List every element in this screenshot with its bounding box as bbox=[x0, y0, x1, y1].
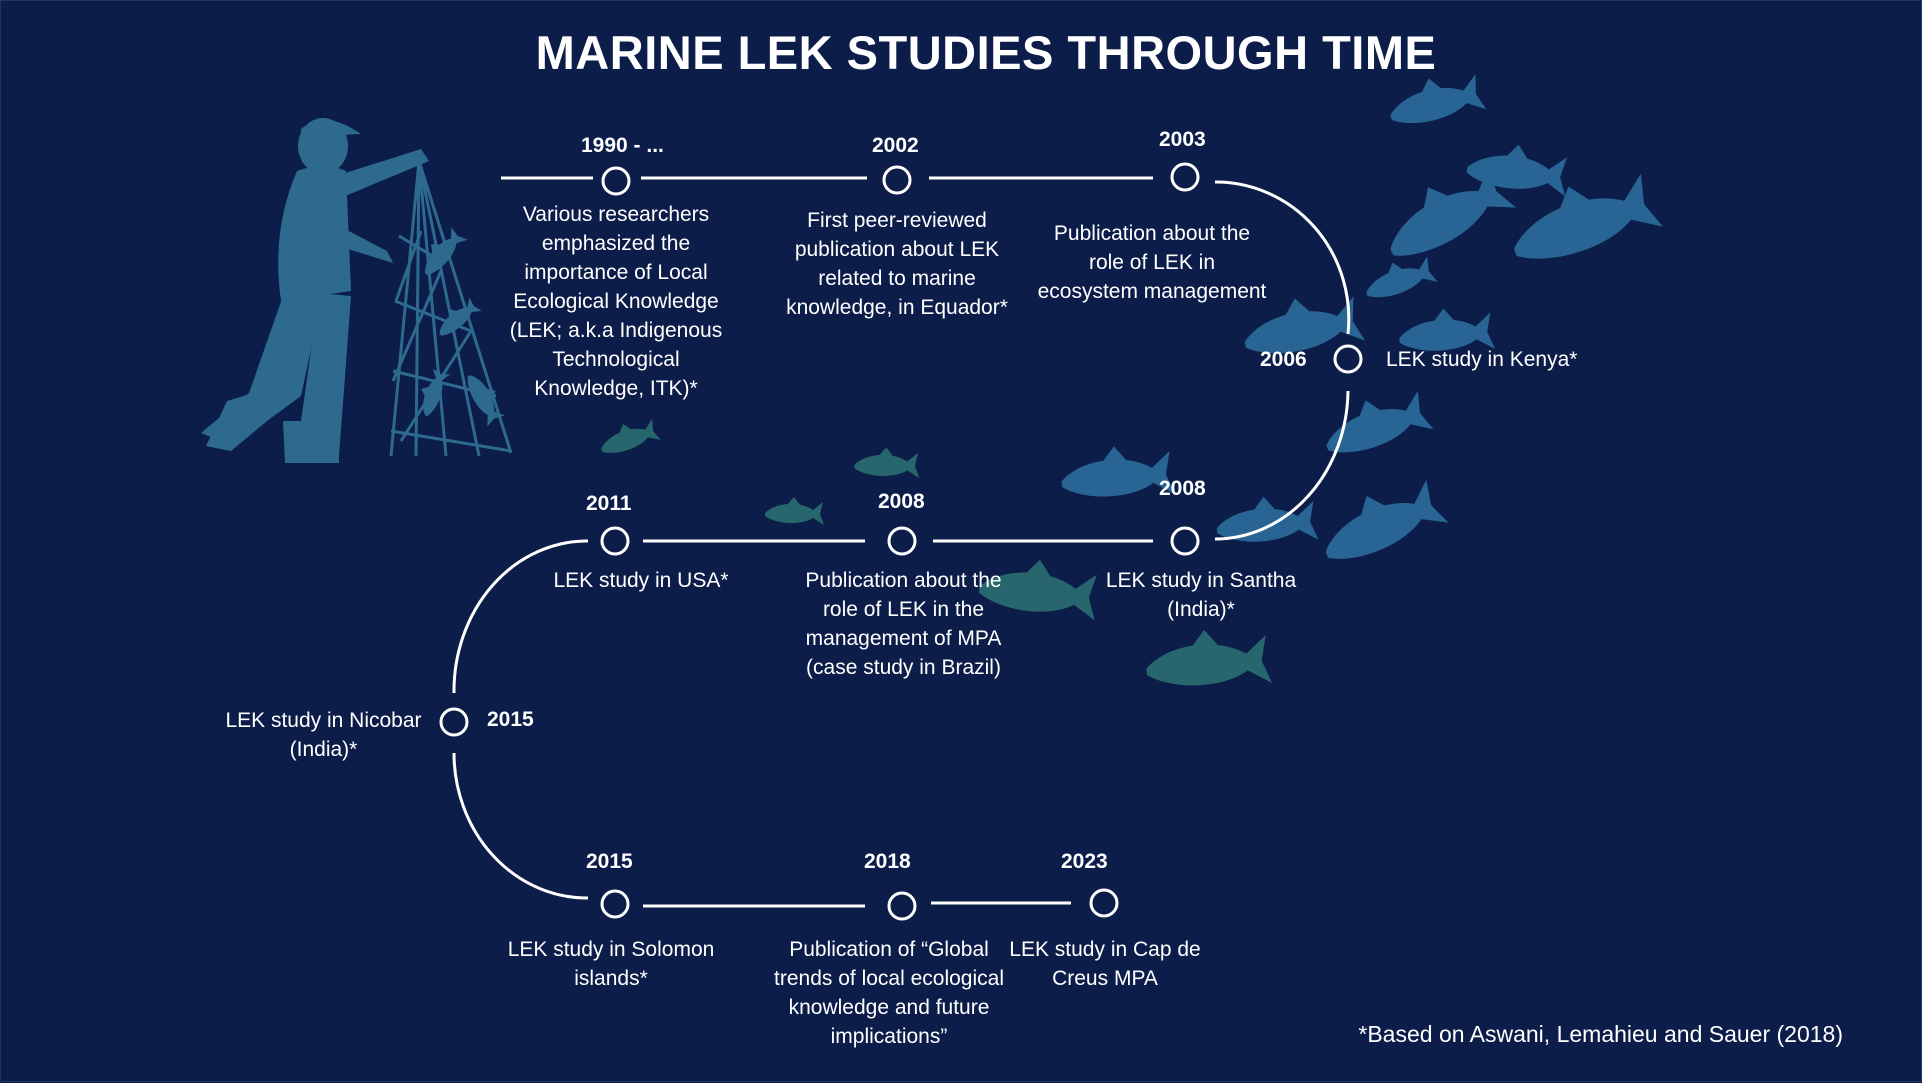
timeline-node bbox=[1170, 162, 1200, 192]
footnote: *Based on Aswani, Lemahieu and Sauer (20… bbox=[1358, 1021, 1843, 1047]
timeline-node bbox=[439, 707, 469, 737]
fish-icon bbox=[1058, 66, 1663, 576]
milestone-description: Publication of “Global trends of local e… bbox=[774, 938, 1004, 1048]
page-title: MARINE LEK STUDIES THROUGH TIME bbox=[535, 26, 1437, 79]
milestone-description: Various researchers emphasized the impor… bbox=[509, 203, 723, 400]
milestone-description: Publication about the role of LEK in eco… bbox=[1037, 222, 1267, 303]
timeline-node bbox=[887, 526, 917, 556]
milestone-year: 2018 bbox=[864, 850, 911, 873]
milestone-description: LEK study in Kenya* bbox=[1386, 348, 1578, 371]
timeline-node bbox=[1333, 344, 1363, 374]
milestone-year: 2002 bbox=[872, 134, 919, 157]
timeline-node bbox=[887, 891, 917, 921]
timeline-node bbox=[600, 889, 630, 919]
milestone-description: LEK study in Cap de Creus MPA bbox=[1009, 938, 1201, 990]
milestone-description: LEK study in USA* bbox=[553, 569, 729, 592]
milestone-description: LEK study in Nicobar (India)* bbox=[225, 709, 422, 761]
timeline-node bbox=[882, 165, 912, 195]
fisherman-icon bbox=[201, 118, 429, 463]
milestone-year: 2003 bbox=[1159, 128, 1206, 151]
timeline-node bbox=[600, 526, 630, 556]
milestone-year: 2008 bbox=[1159, 477, 1206, 500]
milestone-year: 2006 bbox=[1260, 348, 1307, 371]
fishing-net bbox=[389, 160, 513, 457]
milestone-description: LEK study in Santha (India)* bbox=[1105, 569, 1297, 621]
milestone-year: 2011 bbox=[586, 492, 632, 515]
timeline-node bbox=[601, 166, 631, 196]
timeline-path bbox=[452, 176, 1351, 908]
timeline-nodes bbox=[439, 162, 1363, 921]
timeline-node bbox=[1170, 526, 1200, 556]
milestone-description: LEK study in Solomon islands* bbox=[507, 938, 715, 990]
milestone-year: 2023 bbox=[1061, 850, 1108, 873]
milestone-description: Publication about the role of LEK in the… bbox=[805, 569, 1002, 679]
milestone-year: 1990 - ... bbox=[581, 134, 664, 157]
timeline-node bbox=[1089, 888, 1119, 918]
milestone-year: 2015 bbox=[487, 708, 534, 731]
milestone-description: First peer-reviewed publication about LE… bbox=[786, 209, 1008, 319]
milestone-year: 2015 bbox=[586, 850, 633, 873]
milestone-year: 2008 bbox=[878, 490, 925, 513]
